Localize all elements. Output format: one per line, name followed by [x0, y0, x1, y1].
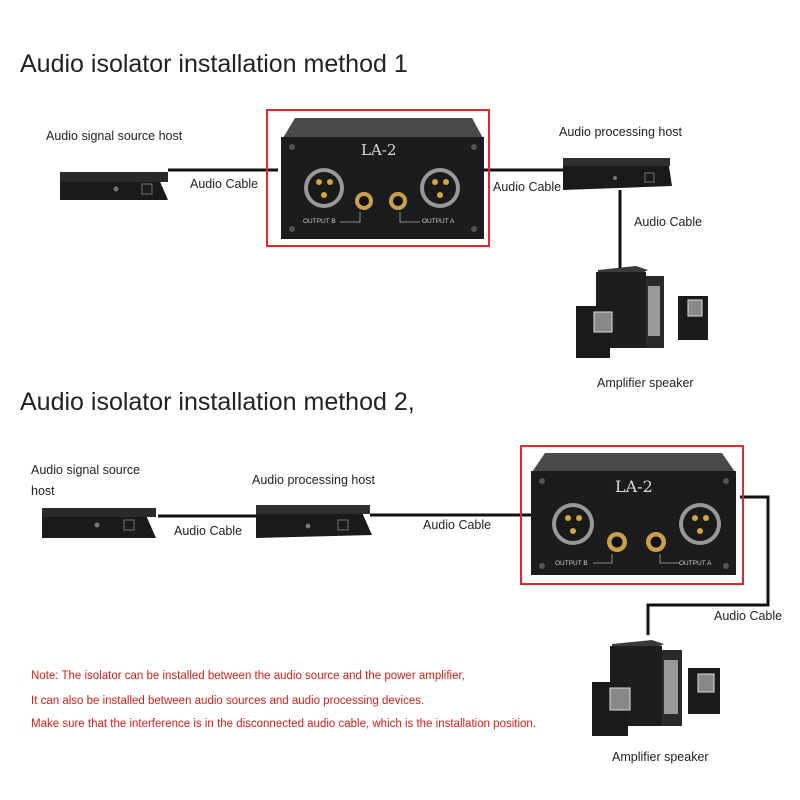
method2-heading: Audio isolator installation method 2,	[20, 388, 415, 416]
m2-isolator-device	[531, 453, 736, 575]
m1-isolator-device	[281, 118, 484, 239]
m1-output-b-label: OUTPUT B	[303, 218, 336, 225]
m2-speaker-system	[592, 640, 720, 736]
m2-output-a-label: OUTPUT A	[679, 560, 712, 567]
m2-cable-isolator-to-speaker	[646, 495, 770, 635]
m1-processing-host-device	[563, 158, 672, 190]
m2-speaker-label: Amplifier speaker	[612, 750, 709, 764]
m1-isolator-model-label: LA-2	[361, 141, 397, 159]
m1-cable-label-3: Audio Cable	[634, 215, 703, 229]
m1-highlight-box	[266, 109, 490, 247]
m1-cable-label-2: Audio Cable	[493, 180, 562, 194]
m2-source-host-device	[42, 508, 156, 538]
note-line-1: Note: The isolator can be installed betw…	[31, 670, 465, 682]
m2-source-host-label: Audio signal source host	[31, 463, 141, 498]
m2-processing-host-label: Audio processing host	[252, 473, 375, 487]
m1-output-a-label: OUTPUT A	[422, 218, 455, 225]
m2-cable-label-3: Audio Cable	[714, 609, 783, 623]
m1-source-host-device	[60, 172, 168, 200]
m2-processing-host-device	[256, 505, 372, 538]
m1-processing-host-label: Audio processing host	[559, 125, 682, 139]
m1-source-host-label: Audio signal source host	[46, 129, 183, 143]
m2-cable-label-2: Audio Cable	[423, 518, 492, 532]
m2-cable-label-1: Audio Cable	[174, 524, 243, 538]
note-line-2: It can also be installed between audio s…	[31, 695, 425, 707]
m2-output-b-label: OUTPUT B	[555, 560, 588, 567]
m2-highlight-box	[520, 445, 744, 585]
note-line-3: Make sure that the interference is in th…	[31, 718, 537, 730]
m1-cable-label-1: Audio Cable	[190, 177, 259, 191]
m2-isolator-model-label: LA-2	[615, 477, 653, 496]
method1-heading: Audio isolator installation method 1	[20, 50, 408, 78]
m1-speaker-label: Amplifier speaker	[597, 376, 694, 390]
m1-speaker-system	[576, 266, 708, 358]
